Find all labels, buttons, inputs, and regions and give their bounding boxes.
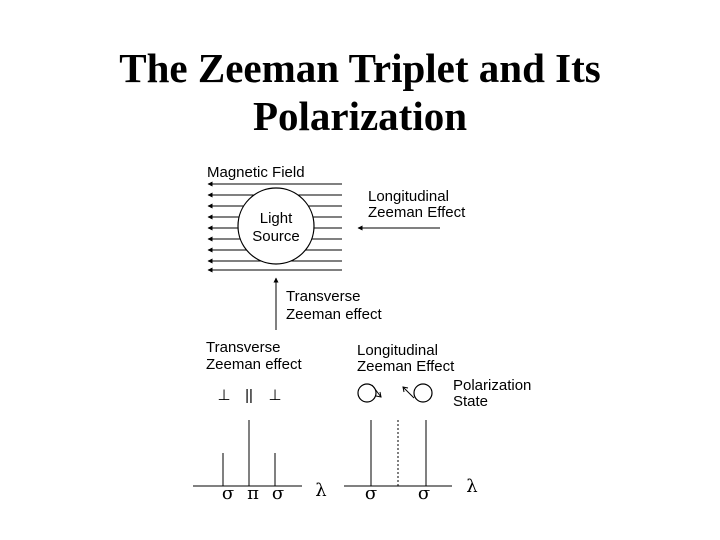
sigma-label: σ bbox=[272, 483, 284, 504]
sigma-label: σ bbox=[365, 483, 377, 504]
transverse-left-label-2: Zeeman effect bbox=[206, 356, 302, 373]
sigma-label: σ bbox=[418, 483, 430, 504]
title-line-2: Polarization bbox=[252, 93, 468, 139]
circular-polarization-icon bbox=[357, 383, 382, 403]
perpendicular-symbol: ⊥ bbox=[268, 387, 281, 404]
longitudinal-top-label-2: Zeeman Effect bbox=[368, 204, 466, 221]
pi-label: π bbox=[247, 483, 259, 504]
light-source-label-2: Source bbox=[252, 228, 300, 245]
transverse-mid-label-1: Transverse bbox=[286, 288, 360, 305]
light-source-label-1: Light bbox=[260, 210, 293, 227]
light-source-circle bbox=[237, 187, 315, 265]
perpendicular-symbol: ⊥ bbox=[217, 387, 230, 404]
longitudinal-right-label-2: Zeeman Effect bbox=[357, 358, 455, 375]
magnetic-field-label: Magnetic Field bbox=[207, 164, 305, 181]
longitudinal-spectrum bbox=[344, 420, 452, 487]
transverse-left-label-1: Transverse bbox=[206, 339, 280, 356]
lambda-label: λ bbox=[466, 476, 477, 497]
polarization-label-1: Polarization bbox=[453, 377, 531, 394]
transverse-spectrum bbox=[193, 420, 302, 487]
lambda-label: λ bbox=[315, 480, 326, 501]
longitudinal-top-label-1: Longitudinal bbox=[368, 188, 449, 205]
polarization-label-2: State bbox=[453, 393, 488, 410]
circular-polarization-icon bbox=[402, 383, 433, 403]
longitudinal-right-label-1: Longitudinal bbox=[357, 342, 438, 359]
parallel-symbol: || bbox=[245, 387, 253, 404]
sigma-label: σ bbox=[222, 483, 234, 504]
title-line-1: The Zeeman Triplet and Its bbox=[119, 45, 601, 91]
transverse-mid-label-2: Zeeman effect bbox=[286, 306, 382, 323]
page-title: The Zeeman Triplet and Its Polarization bbox=[60, 44, 660, 140]
